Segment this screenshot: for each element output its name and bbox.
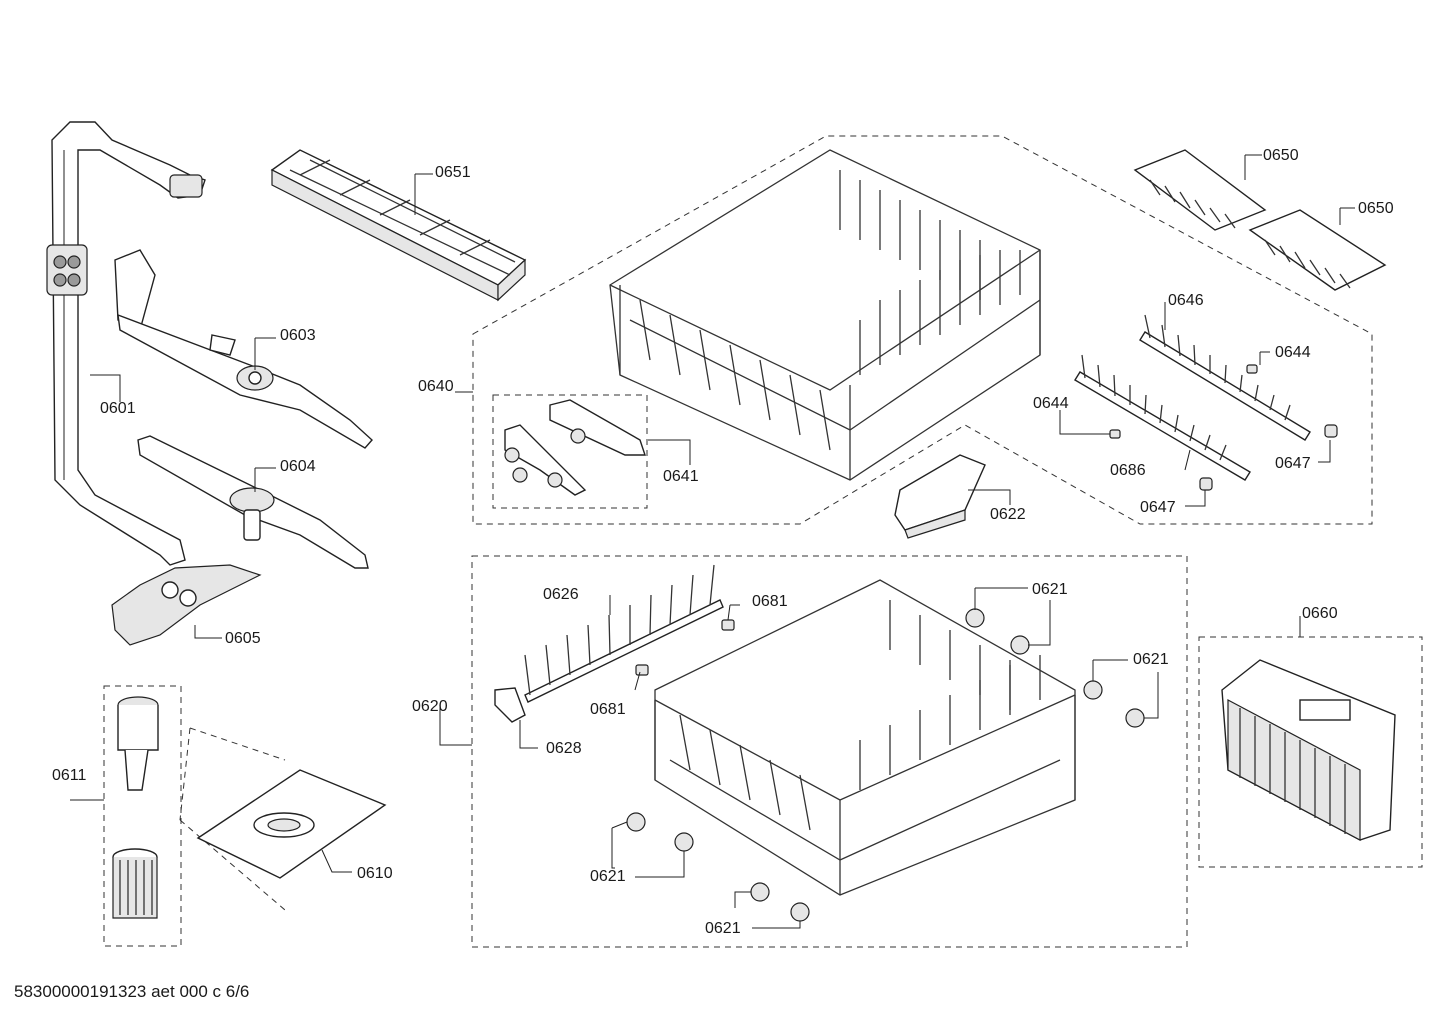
part-label-0686: 0686: [1110, 462, 1146, 479]
upper-rack-0640: [609, 149, 1041, 481]
part-label-0626: 0626: [543, 586, 579, 603]
supply-pipe-0601: [46, 121, 206, 566]
folding-rack-0650-b: [1248, 209, 1387, 291]
part-label-0650-b: 0650: [1358, 200, 1394, 217]
part-label-0621-b: 0621: [1133, 651, 1169, 668]
tine-row-0646: [1139, 314, 1311, 441]
part-label-0603: 0603: [280, 327, 316, 344]
part-label-0604: 0604: [280, 458, 316, 475]
part-label-0681-a: 0681: [752, 593, 788, 610]
part-label-0641: 0641: [663, 468, 699, 485]
part-label-0640: 0640: [418, 378, 454, 395]
leader-lines: [70, 154, 1355, 929]
part-label-0621-c: 0621: [590, 868, 626, 885]
part-label-0681-b: 0681: [590, 701, 626, 718]
part-label-0601: 0601: [100, 400, 136, 417]
lower-rack-0620: [654, 579, 1076, 896]
part-label-0605: 0605: [225, 630, 261, 647]
rack-roller-group-outline: [492, 394, 648, 509]
rack-wheels-0621: [626, 608, 1145, 922]
folding-rack-0650-a: [1133, 149, 1267, 231]
part-label-0621-d: 0621: [705, 920, 741, 937]
part-label-0650-a: 0650: [1263, 147, 1299, 164]
cutlery-basket-group-outline: [1198, 636, 1423, 868]
lower-rack-group-outline: [471, 555, 1188, 948]
filter-group-outline: [103, 685, 182, 947]
sump-plate-0610: [196, 769, 387, 879]
part-label-0611: 0611: [52, 767, 87, 784]
part-label-0647-b: 0647: [1140, 499, 1176, 516]
lower-spray-arm-0604: [137, 435, 369, 569]
clips-0644-0647: [1109, 364, 1338, 491]
filter-plate-outline: [179, 727, 286, 911]
part-label-0621-a: 0621: [1032, 581, 1068, 598]
part-label-0660: 0660: [1302, 605, 1338, 622]
tine-holder-0628: [494, 687, 526, 723]
part-label-0651: 0651: [435, 164, 471, 181]
filter-0611: [112, 696, 159, 919]
fine-screen-0605: [111, 564, 262, 646]
part-label-0610: 0610: [357, 865, 393, 882]
rack-handle-0622: [894, 454, 986, 539]
part-label-0622: 0622: [990, 506, 1026, 523]
part-label-0644-b: 0644: [1033, 395, 1069, 412]
part-label-0646: 0646: [1168, 292, 1204, 309]
document-code: 58300000191323 aet 000 c 6/6: [14, 982, 250, 1001]
part-label-0644-a: 0644: [1275, 344, 1311, 361]
cutlery-basket-0660: [1221, 659, 1396, 841]
part-label-0620: 0620: [412, 698, 448, 715]
tine-row-0626: [524, 564, 724, 703]
tine-row-0686: [1074, 354, 1251, 481]
part-label-0628: 0628: [546, 740, 582, 757]
cutlery-tray-0651: [270, 149, 527, 302]
part-label-0647-a: 0647: [1275, 455, 1311, 472]
upper-spray-arm-0603: [114, 249, 373, 449]
rack-rollers-0641: [504, 399, 646, 496]
